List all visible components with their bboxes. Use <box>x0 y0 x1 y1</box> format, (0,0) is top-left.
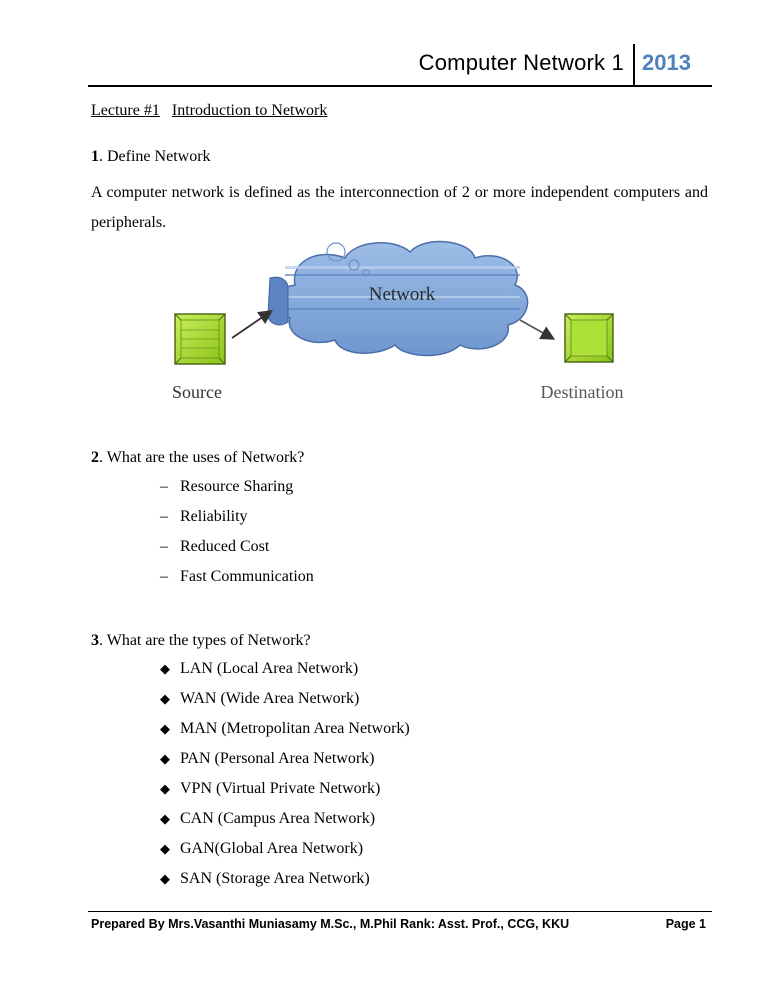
question-1-text: . Define Network <box>99 148 211 165</box>
lecture-number: Lecture #1 <box>91 102 160 119</box>
lecture-title: Introduction to Network <box>171 102 328 119</box>
uses-list: –Resource Sharing –Reliability –Reduced … <box>160 472 314 592</box>
source-node-icon <box>174 313 226 365</box>
diamond-bullet-icon: ◆ <box>160 871 170 886</box>
network-diagram: Network Source Destination <box>172 240 624 402</box>
types-list: ◆ LAN (Local Area Network) ◆ WAN (Wide Are… <box>160 654 410 894</box>
dash-bullet-icon: – <box>160 568 168 585</box>
footer-rule <box>88 911 712 912</box>
header-rule <box>88 85 712 87</box>
list-item: ◆ VPN (Virtual Private Network) <box>160 774 410 804</box>
diamond-bullet-icon: ◆ <box>160 781 170 796</box>
list-item: ◆ MAN (Metropolitan Area Network) <box>160 714 410 744</box>
question-3-text: . What are the types of Network? <box>99 632 311 649</box>
dash-bullet-icon: – <box>160 538 168 555</box>
list-item: –Reduced Cost <box>160 532 314 562</box>
arrow-to-destination-icon <box>519 319 556 340</box>
diamond-bullet-icon: ◆ <box>160 721 170 736</box>
destination-node-icon <box>564 313 614 363</box>
question-1: 1. Define Network <box>91 148 211 166</box>
list-item-text: MAN (Metropolitan Area Network) <box>180 720 410 737</box>
question-2: 2. What are the uses of Network? <box>91 449 304 467</box>
dash-bullet-icon: – <box>160 478 168 495</box>
list-item-text: GAN(Global Area Network) <box>180 840 364 857</box>
list-item-text: Reliability <box>180 508 248 525</box>
page-number: Page 1 <box>665 917 706 931</box>
list-item-text: Reduced Cost <box>180 538 270 555</box>
list-item: –Fast Communication <box>160 562 314 592</box>
diamond-bullet-icon: ◆ <box>160 751 170 766</box>
question-2-number: 2 <box>91 449 99 466</box>
cloud-icon <box>267 240 529 357</box>
header-title: Computer Network 1 <box>418 50 624 75</box>
diamond-bullet-icon: ◆ <box>160 661 170 676</box>
dash-bullet-icon: – <box>160 508 168 525</box>
arrow-to-cloud-icon <box>231 309 273 339</box>
list-item: ◆ CAN (Campus Area Network) <box>160 804 410 834</box>
question-1-number: 1 <box>91 148 99 165</box>
list-item-text: LAN (Local Area Network) <box>180 660 359 677</box>
question-1-answer: A computer network is defined as the int… <box>91 184 708 231</box>
list-item-text: Fast Communication <box>180 568 314 585</box>
list-item-text: WAN (Wide Area Network) <box>180 690 360 707</box>
header-year: 2013 <box>642 50 691 75</box>
list-item: ◆ SAN (Storage Area Network) <box>160 864 410 894</box>
diamond-bullet-icon: ◆ <box>160 841 170 856</box>
list-item-text: Resource Sharing <box>180 478 294 495</box>
list-item-text: SAN (Storage Area Network) <box>180 870 370 887</box>
list-item: ◆ GAN(Global Area Network) <box>160 834 410 864</box>
list-item: ◆ WAN (Wide Area Network) <box>160 684 410 714</box>
destination-label: Destination <box>541 382 624 402</box>
list-item: –Resource Sharing <box>160 472 314 502</box>
footer-author: Prepared By Mrs.Vasanthi Muniasamy M.Sc.… <box>91 917 570 931</box>
question-2-text: . What are the uses of Network? <box>99 449 305 466</box>
source-label: Source <box>172 382 222 402</box>
question-3-number: 3 <box>91 632 99 649</box>
diamond-bullet-icon: ◆ <box>160 811 170 826</box>
question-3: 3. What are the types of Network? <box>91 632 311 650</box>
list-item: ◆ PAN (Personal Area Network) <box>160 744 410 774</box>
list-item: ◆ LAN (Local Area Network) <box>160 654 410 684</box>
header-separator <box>633 44 635 86</box>
list-item: –Reliability <box>160 502 314 532</box>
cloud-label: Network <box>369 284 436 305</box>
list-item-text: VPN (Virtual Private Network) <box>180 780 381 797</box>
list-item-text: CAN (Campus Area Network) <box>180 810 376 827</box>
lecture-heading: Lecture #1 Introduction to Network <box>91 102 327 120</box>
diamond-bullet-icon: ◆ <box>160 691 170 706</box>
list-item-text: PAN (Personal Area Network) <box>180 750 375 767</box>
